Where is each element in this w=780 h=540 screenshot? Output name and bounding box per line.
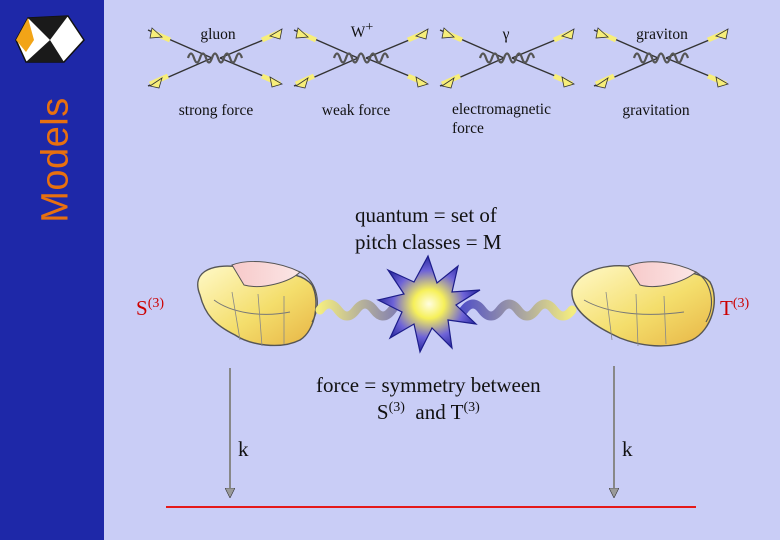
photon-label: γ [502, 26, 510, 43]
k-left-label: k [238, 437, 249, 461]
k-right-label: k [622, 437, 633, 461]
t3-label: T(3) [720, 296, 750, 320]
s3-label: S(3) [136, 296, 165, 320]
graviton-label: graviton [636, 26, 688, 43]
logo-icon [15, 15, 85, 63]
w-boson-label: W+ [350, 19, 374, 41]
quantum-definition: quantum = set of pitch classes = M [355, 203, 502, 255]
sidebar: Models [0, 0, 104, 540]
right-moebius-band-icon [571, 261, 715, 347]
left-moebius-band-icon [197, 260, 318, 347]
strong-force-label: strong force [178, 102, 254, 119]
weak-force-label: weak force [321, 102, 391, 119]
electromagnetic-force-label: electromagnetic force [452, 101, 551, 137]
starburst-icon [376, 254, 481, 354]
symmetry-statement: force = symmetry between S(3) and T(3) [316, 373, 541, 425]
gravitation-label: gravitation [622, 102, 690, 119]
gluon-label: gluon [200, 26, 236, 43]
